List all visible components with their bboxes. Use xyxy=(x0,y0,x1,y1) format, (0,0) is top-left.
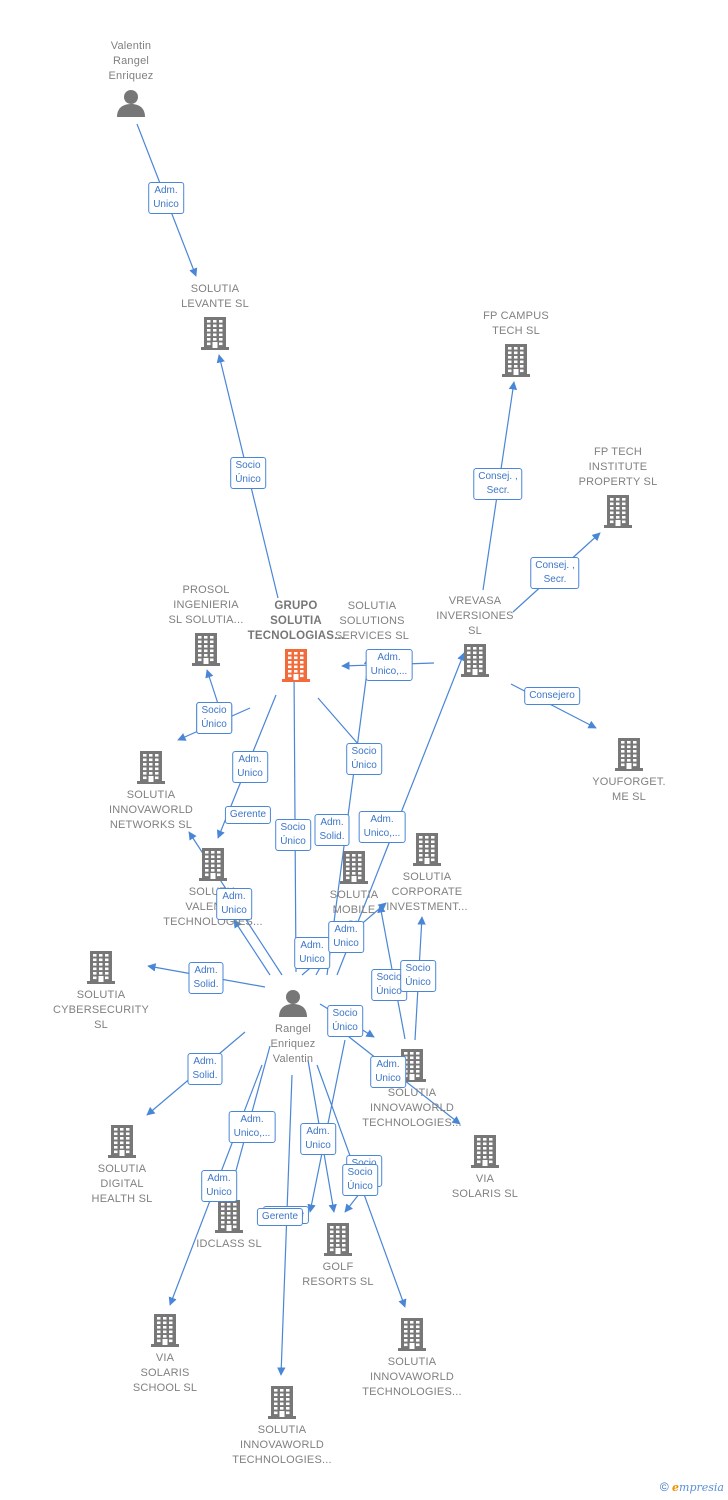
node-idclass[interactable]: IDCLASS SL xyxy=(167,1199,291,1252)
node-innova2[interactable]: SOLUTIA INNOVAWORLD TECHNOLOGIES... xyxy=(350,1317,474,1400)
node-services[interactable]: SOLUTIA SOLUTIONS SERVICES SL xyxy=(310,599,434,644)
node-label: VREVASA INVERSIONES SL xyxy=(436,595,514,637)
edge-label[interactable]: Gerente xyxy=(256,1208,304,1226)
building-icon xyxy=(604,495,632,528)
edge-label[interactable]: Socio Único xyxy=(346,743,382,775)
building-icon xyxy=(471,1135,499,1168)
node-golf[interactable]: GOLF RESORTS SL xyxy=(276,1222,400,1290)
node-corporate[interactable]: SOLUTIA CORPORATE INVESTMENT... xyxy=(365,832,489,915)
node-label: Valentin Rangel Enriquez xyxy=(108,40,154,82)
node-label: SOLUTIA INNOVAWORLD TECHNOLOGIES... xyxy=(362,1087,462,1129)
building-icon xyxy=(461,644,489,677)
node-label: Rangel Enriquez Valentin xyxy=(270,1023,316,1065)
building-icon xyxy=(199,848,227,881)
node-innova1[interactable]: SOLUTIA INNOVAWORLD TECHNOLOGIES... xyxy=(350,1048,474,1131)
person-icon xyxy=(279,990,307,1017)
edge-label[interactable]: Adm. Unico,... xyxy=(228,1111,276,1143)
node-digital[interactable]: SOLUTIA DIGITAL HEALTH SL xyxy=(60,1124,184,1207)
brand-logo[interactable]: empresia xyxy=(672,1481,724,1494)
building-icon xyxy=(137,751,165,784)
node-label: SOLUTIA VALENCIA TECHNOLOGIES... xyxy=(163,886,263,928)
edge-label[interactable]: Adm. Unico xyxy=(328,921,364,953)
person-icon xyxy=(117,90,145,117)
edge-label[interactable]: Adm. Unico xyxy=(370,1056,406,1088)
node-label: FP TECH INSTITUTE PROPERTY SL xyxy=(578,446,658,488)
node-label: YOUFORGET. ME SL xyxy=(592,776,666,803)
node-label: VIA SOLARIS SL xyxy=(451,1173,519,1200)
node-valentin[interactable]: Valentin Rangel Enriquez xyxy=(69,39,193,118)
edge-label[interactable]: Socio Único xyxy=(400,960,436,992)
node-label: SOLUTIA DIGITAL HEALTH SL xyxy=(91,1163,153,1205)
edge-label[interactable]: Adm. Unico xyxy=(232,751,268,783)
building-icon xyxy=(413,833,441,866)
node-fpcampus[interactable]: FP CAMPUS TECH SL xyxy=(454,309,578,377)
building-icon xyxy=(108,1125,136,1158)
building-icon xyxy=(192,633,220,666)
building-icon xyxy=(151,1314,179,1347)
node-label: FP CAMPUS TECH SL xyxy=(483,310,549,337)
node-viasolaris[interactable]: VIA SOLARIS SL xyxy=(423,1134,547,1202)
building-icon xyxy=(502,344,530,377)
edge-label[interactable]: Socio Único xyxy=(230,457,266,489)
edge-label[interactable]: Consej. , Secr. xyxy=(473,468,523,500)
edge-label[interactable]: Socio Único xyxy=(275,819,311,851)
node-grupo[interactable]: GRUPO SOLUTIA TECNOLOGIAS... xyxy=(234,599,358,682)
node-label: SOLUTIA CORPORATE INVESTMENT... xyxy=(386,871,468,913)
building-icon xyxy=(340,851,368,884)
node-networks[interactable]: SOLUTIA INNOVAWORLD NETWORKS SL xyxy=(89,750,213,833)
copyright-symbol: © xyxy=(659,1480,669,1494)
node-label: SOLUTIA INNOVAWORLD TECHNOLOGIES... xyxy=(362,1356,462,1398)
node-vrevasa[interactable]: VREVASA INVERSIONES SL xyxy=(413,594,537,677)
building-icon xyxy=(398,1318,426,1351)
edge-label[interactable]: Socio Único xyxy=(196,702,232,734)
building-icon xyxy=(201,317,229,350)
building-icon xyxy=(615,738,643,771)
node-prosol[interactable]: PROSOL INGENIERIA SL SOLUTIA... xyxy=(144,583,268,666)
edge-rangel-valencia xyxy=(233,919,271,976)
edge-label[interactable]: Adm. Unico xyxy=(216,888,252,920)
edge-label[interactable]: Adm. Unico xyxy=(201,1170,237,1202)
node-label: GOLF RESORTS SL xyxy=(302,1261,374,1288)
node-youforget[interactable]: YOUFORGET. ME SL xyxy=(567,737,691,805)
node-label: SOLUTIA INNOVAWORLD NETWORKS SL xyxy=(108,789,194,831)
node-valencia[interactable]: SOLUTIA VALENCIA TECHNOLOGIES... xyxy=(151,847,275,930)
edge-label[interactable]: Adm. Unico xyxy=(294,937,330,969)
edge-label[interactable]: Adm. Unico xyxy=(148,182,184,214)
node-label: GRUPO SOLUTIA TECNOLOGIAS... xyxy=(247,600,345,642)
edge-label[interactable]: Gerente xyxy=(224,806,272,824)
node-levante[interactable]: SOLUTIA LEVANTE SL xyxy=(153,282,277,350)
node-label: PROSOL INGENIERIA SL SOLUTIA... xyxy=(168,584,244,626)
edge-label[interactable]: Adm. Unico xyxy=(300,1123,336,1155)
edge-label[interactable]: Consejero xyxy=(524,687,580,705)
edge-label[interactable]: Socio Único xyxy=(327,1005,363,1037)
node-label: SOLUTIA INNOVAWORLD TECHNOLOGIES... xyxy=(232,1424,332,1466)
edge-label[interactable]: Adm. Unico,... xyxy=(365,649,413,681)
edge-label[interactable]: Adm. Solid. xyxy=(314,814,350,846)
edge-label[interactable]: Socio Único xyxy=(342,1164,378,1196)
node-cyber[interactable]: SOLUTIA CYBERSECURITY SL xyxy=(39,950,163,1033)
edge-label[interactable]: Adm. Solid. xyxy=(187,1053,223,1085)
node-innova3[interactable]: SOLUTIA INNOVAWORLD TECHNOLOGIES... xyxy=(220,1385,344,1468)
node-label: SOLUTIA SOLUTIONS SERVICES SL xyxy=(334,600,410,642)
copyright: © empresia xyxy=(660,1480,724,1494)
node-school[interactable]: VIA SOLARIS SCHOOL SL xyxy=(103,1313,227,1396)
building-icon xyxy=(282,649,310,682)
building-icon xyxy=(324,1223,352,1256)
node-rangel[interactable]: Rangel Enriquez Valentin xyxy=(231,988,355,1067)
node-label: IDCLASS SL xyxy=(196,1238,262,1250)
edge-label[interactable]: Adm. Unico,... xyxy=(358,811,406,843)
node-label: SOLUTIA LEVANTE SL xyxy=(181,283,249,310)
edge-label[interactable]: Adm. Solid. xyxy=(188,962,224,994)
building-icon xyxy=(215,1200,243,1233)
node-label: VIA SOLARIS SCHOOL SL xyxy=(132,1352,198,1394)
building-icon xyxy=(268,1386,296,1419)
node-fptech[interactable]: FP TECH INSTITUTE PROPERTY SL xyxy=(556,445,680,528)
node-label: SOLUTIA CYBERSECURITY SL xyxy=(52,989,150,1031)
building-icon xyxy=(87,951,115,984)
edge-label[interactable]: Consej. , Secr. xyxy=(530,557,580,589)
